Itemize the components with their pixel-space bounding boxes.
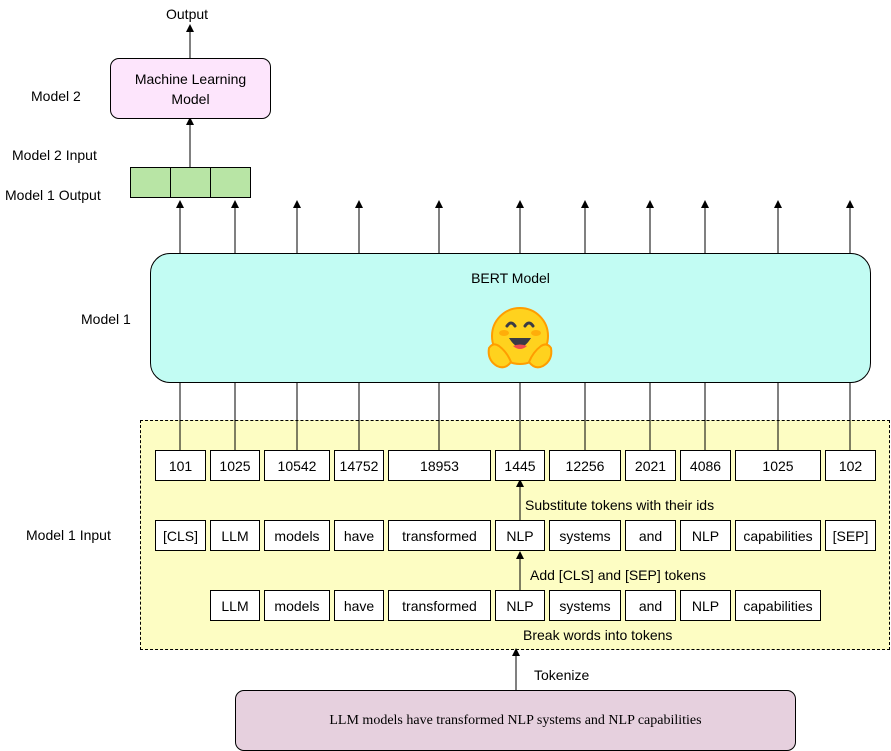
bert-model-box: BERT Model (150, 253, 871, 383)
token-id-box: 10542 (264, 450, 330, 481)
token-box: models (264, 590, 330, 621)
token-box: models (264, 520, 330, 551)
token-id-box: 12256 (549, 450, 621, 481)
model1-side-label: Model 1 (81, 311, 131, 327)
token-box: transformed (388, 590, 491, 621)
token-id-box: 1445 (495, 450, 545, 481)
output-vector-cell (210, 167, 251, 198)
token-id-box: 1025 (210, 450, 260, 481)
substitute-step-label: Substitute tokens with their ids (525, 497, 715, 513)
token-box: systems (549, 590, 621, 621)
break-words-step-label: Break words into tokens (523, 627, 673, 643)
token-box: [CLS] (155, 520, 206, 551)
machine-learning-model-box: Machine Learning Model (110, 58, 271, 119)
token-box: and (625, 520, 676, 551)
model2-side-label: Model 2 (31, 88, 81, 104)
token-box: and (625, 590, 676, 621)
token-id-box: 101 (155, 450, 206, 481)
input-sentence-box: LLM models have transformed NLP systems … (235, 690, 796, 751)
token-id-box: 18953 (388, 450, 491, 481)
model2-input-label: Model 2 Input (12, 147, 97, 163)
model1-input-label: Model 1 Input (26, 527, 111, 543)
bert-model-title: BERT Model (471, 270, 550, 286)
token-box: LLM (210, 520, 260, 551)
machine-learning-model-text: Machine Learning Model (134, 70, 247, 107)
output-vector-cell (130, 167, 171, 198)
token-box: capabilities (735, 590, 821, 621)
token-id-box: 14752 (334, 450, 384, 481)
token-box: NLP (495, 520, 545, 551)
input-sentence-text: LLM models have transformed NLP systems … (329, 712, 702, 728)
model1-output-label: Model 1 Output (5, 187, 101, 203)
hugging-face-icon (487, 307, 553, 369)
tokenize-step-label: Tokenize (534, 667, 590, 683)
token-box: [SEP] (825, 520, 876, 551)
token-box: NLP (680, 590, 731, 621)
token-box: systems (549, 520, 621, 551)
token-id-box: 102 (825, 450, 876, 481)
output-label: Output (166, 6, 209, 22)
token-box: NLP (680, 520, 731, 551)
token-box: NLP (495, 590, 545, 621)
output-vector-cell (170, 167, 211, 198)
token-id-box: 2021 (625, 450, 676, 481)
token-box: have (334, 520, 384, 551)
token-box: capabilities (735, 520, 821, 551)
add-special-tokens-step-label: Add [CLS] and [SEP] tokens (530, 567, 706, 583)
token-box: transformed (388, 520, 491, 551)
token-box: LLM (210, 590, 260, 621)
token-id-box: 1025 (735, 450, 821, 481)
token-box: have (334, 590, 384, 621)
token-id-box: 4086 (680, 450, 731, 481)
